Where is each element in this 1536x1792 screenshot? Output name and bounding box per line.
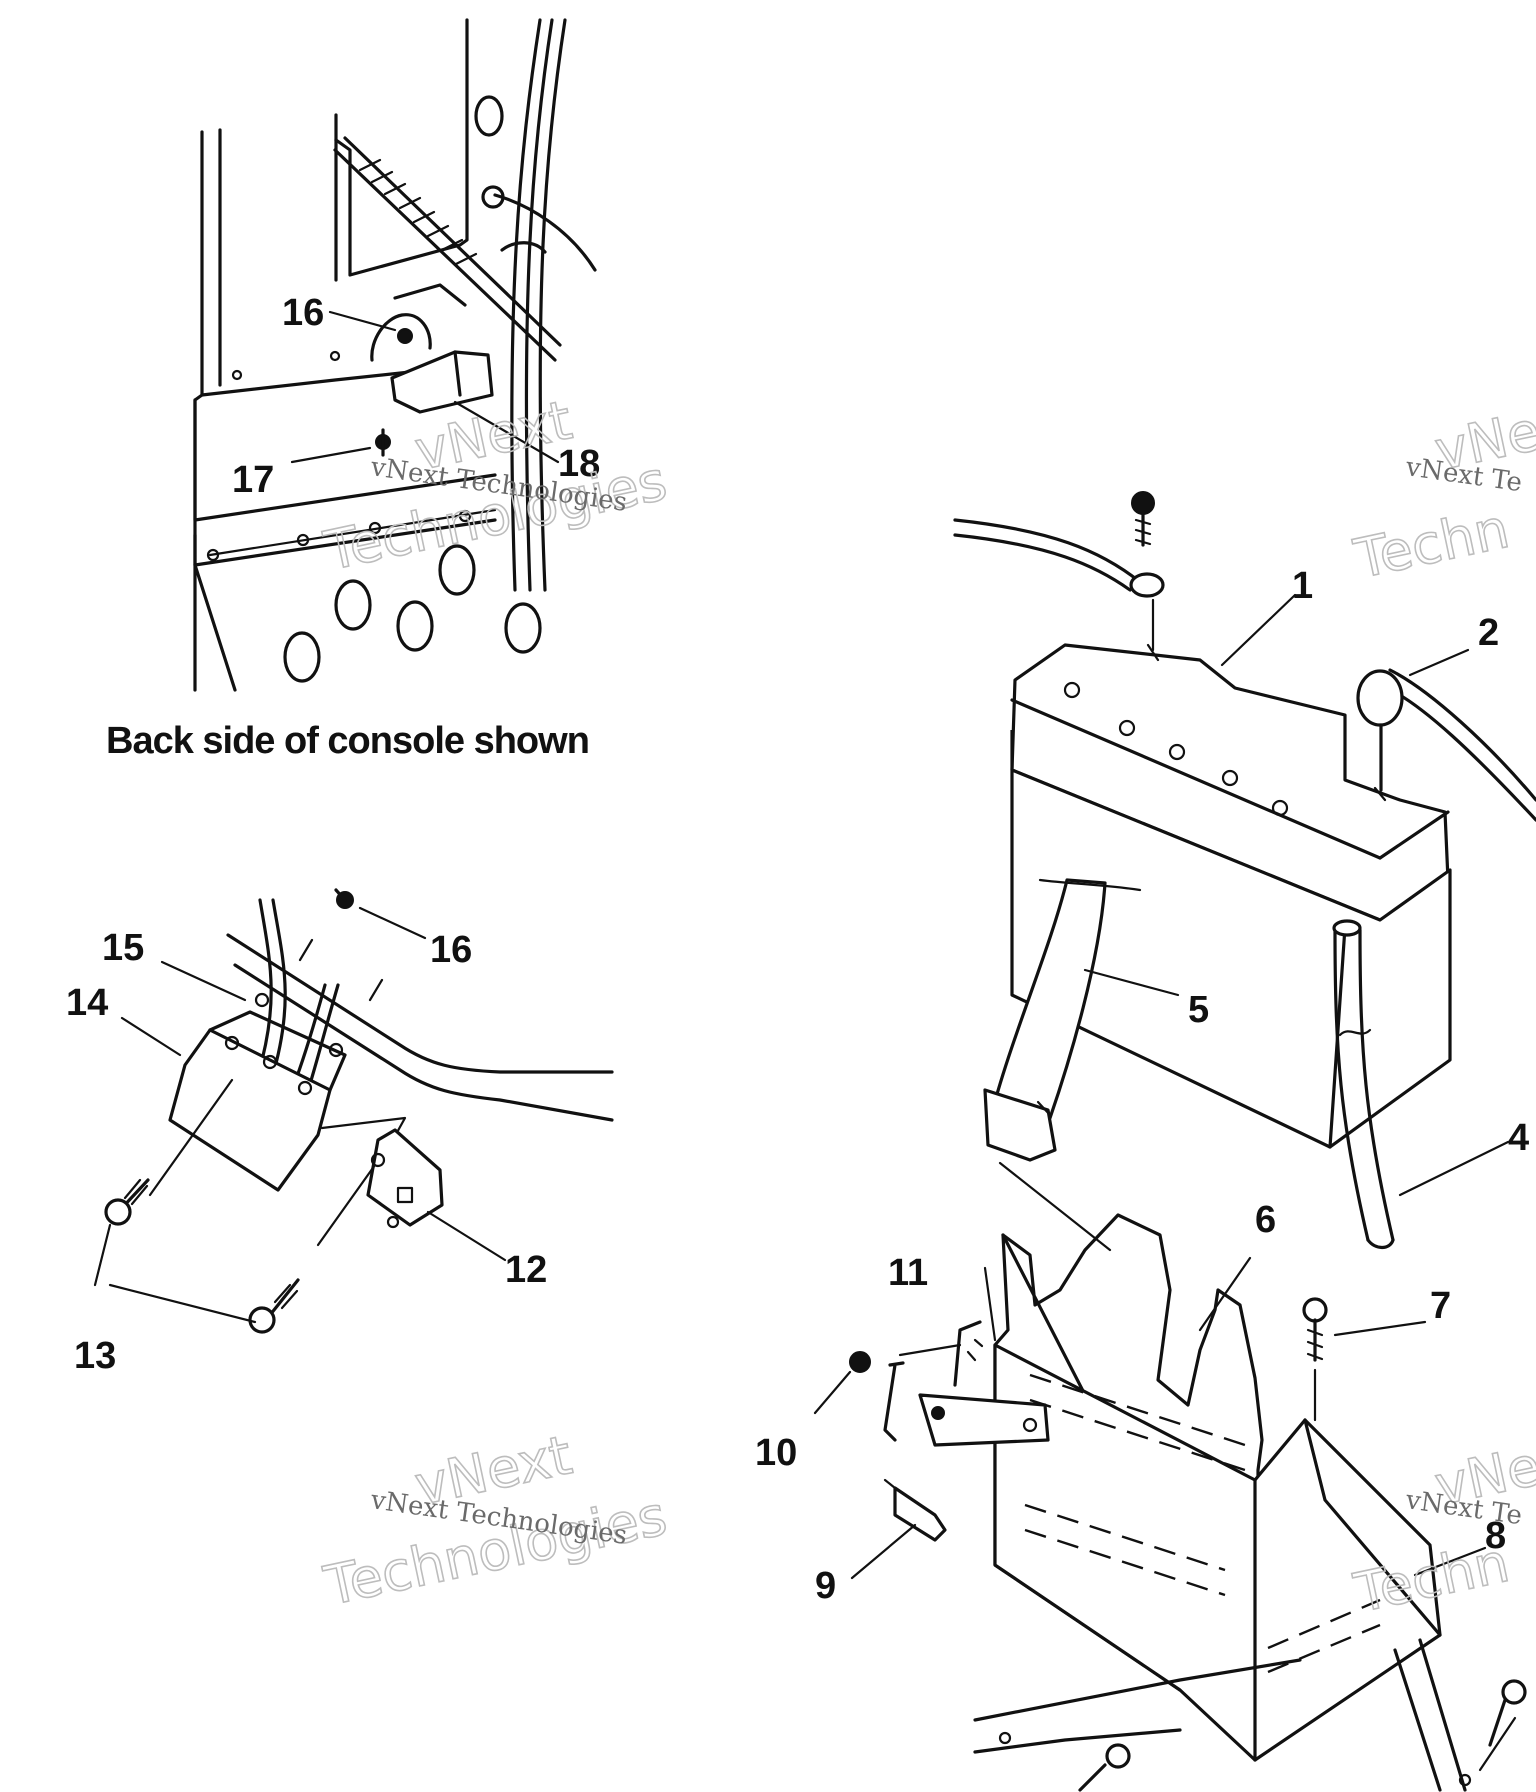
callout-12: 12 (505, 1249, 547, 1291)
watermark-top-right: vNe Techn vNext Te (1348, 398, 1536, 591)
callout-5: 5 (1188, 989, 1209, 1031)
callout-7: 7 (1430, 1285, 1451, 1327)
callout-4: 4 (1508, 1117, 1529, 1159)
callout-14: 14 (66, 982, 108, 1024)
callout-1: 1 (1292, 565, 1313, 607)
watermark-bottom-right: vNe Techn vNext Te (1348, 1433, 1536, 1625)
callout-18: 18 (558, 443, 600, 485)
callout-6: 6 (1255, 1199, 1276, 1241)
callout-15: 15 (102, 927, 144, 969)
callout-9: 9 (815, 1565, 836, 1607)
console-caption: Back side of console shown (106, 720, 589, 762)
watermark-top-left: vNext Technologies vNext Technologies (318, 387, 673, 583)
callout-8: 8 (1485, 1515, 1506, 1557)
watermark-bottom-left: vNext Technologies vNext Technologies (318, 1422, 673, 1618)
callout-16-mid: 16 (430, 929, 472, 971)
relay-assembly-view (93, 888, 614, 1334)
svg-text:Techn: Techn (1349, 497, 1515, 591)
battery-assembly-view (813, 491, 1536, 1792)
callout-13: 13 (74, 1335, 116, 1377)
callout-2: 2 (1478, 612, 1499, 654)
callout-17: 17 (232, 459, 274, 501)
callout-labels: 16 17 18 15 16 14 12 13 1 2 5 4 6 11 7 1… (66, 292, 1529, 1607)
console-back-view (193, 18, 597, 692)
callout-10: 10 (755, 1432, 797, 1474)
callout-16-top: 16 (282, 292, 324, 334)
callout-11: 11 (888, 1252, 928, 1294)
